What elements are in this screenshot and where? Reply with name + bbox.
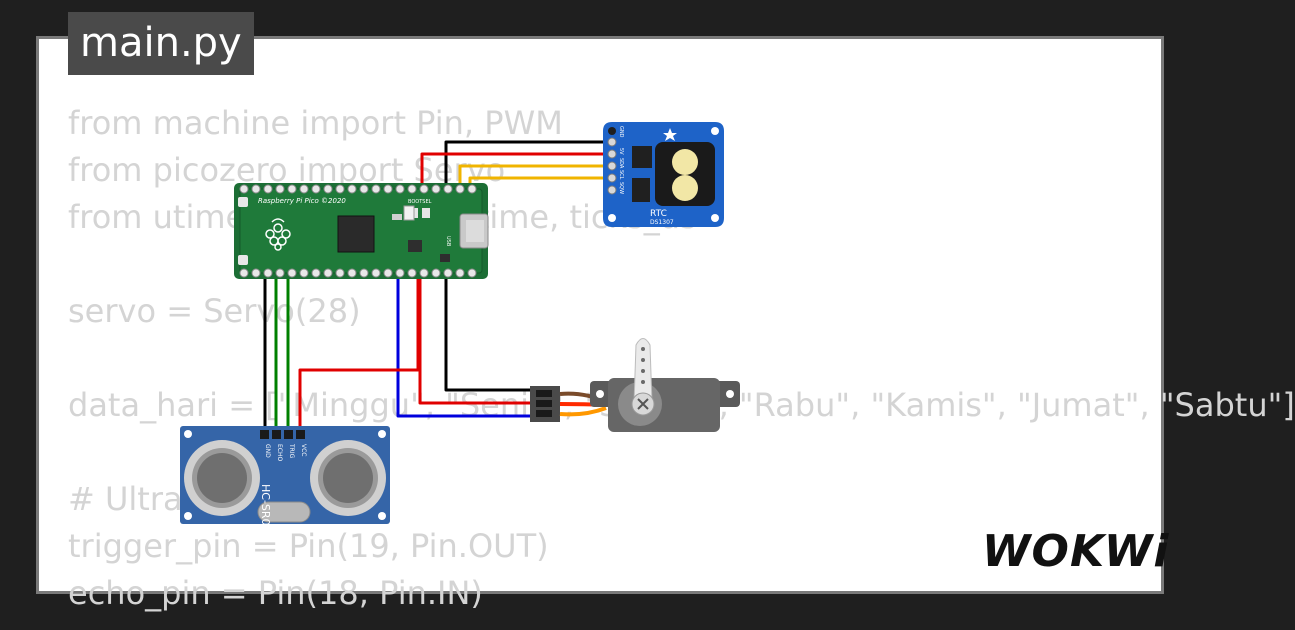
wire-black-rtc-gnd[interactable] <box>444 140 612 195</box>
file-tab-label: main.py <box>80 20 242 66</box>
coin-battery-holder <box>655 142 715 206</box>
sr04-pin-echo: ECHO <box>276 444 283 461</box>
bootsel-button[interactable] <box>403 205 415 221</box>
raspberry-logo-icon <box>265 218 291 251</box>
servo-motor[interactable] <box>530 338 740 433</box>
code-line: trigger_pin = Pin(19, Pin.OUT) <box>68 527 549 565</box>
rtc-chip <box>632 146 652 168</box>
wokwi-logo: WOKWi <box>982 526 1168 577</box>
sr04-pin-vcc: VCC <box>300 444 307 456</box>
code-line: servo = Servo(28) <box>68 292 361 330</box>
transducer-left <box>184 440 260 516</box>
wire-red-rtc-5v[interactable] <box>420 152 612 195</box>
wire-yellow-rtc-scl[interactable] <box>468 176 612 196</box>
rp2040-chip <box>337 215 375 253</box>
sr04-pins <box>260 430 305 439</box>
sr04-pin-gnd: GND <box>264 444 271 458</box>
file-tab[interactable]: main.py <box>68 12 254 75</box>
rtc-module[interactable]: GND 5V SDA SCL SQW RTC DS1307 <box>603 122 724 227</box>
sr04-crystal <box>257 501 311 523</box>
sr04-name-label: HC-SR04 <box>259 484 272 533</box>
rtc-name-label: RTC <box>650 209 667 219</box>
pico-usb-label: USB <box>445 236 451 247</box>
rtc-pin-5v: 5V <box>618 148 624 155</box>
sr04-pin-trig: TRIG <box>288 443 295 459</box>
rtc-pin-sda: SDA <box>618 158 624 169</box>
wire-black-servo-gnd[interactable] <box>444 268 535 392</box>
pico-pins-top <box>239 184 477 194</box>
pico-board-label: Raspberry Pi Pico ©2020 <box>258 197 346 205</box>
rtc-pin-scl: SCL <box>618 170 624 180</box>
wire-red-sr04-vcc[interactable] <box>298 268 420 432</box>
circuit-diagram: Raspberry Pi Pico ©2020 BOOTSEL USB GND … <box>180 122 740 533</box>
wire-red-servo-vcc[interactable] <box>418 268 535 405</box>
rtc-pin-sqw: SQW <box>618 182 624 194</box>
pico-pins-bottom <box>239 268 477 278</box>
rtc-chip-label: DS1307 <box>650 219 674 226</box>
code-line: echo_pin = Pin(18, Pin.IN) <box>68 574 483 612</box>
pico-bootsel-label: BOOTSEL <box>408 199 432 205</box>
rtc-pins <box>607 137 617 195</box>
adafruit-star-icon <box>663 128 677 141</box>
rtc-pin-gnd: GND <box>618 126 624 138</box>
wire-blue-servo-signal[interactable] <box>396 268 535 418</box>
wokwi-logo-text: WOKWi <box>982 526 1169 577</box>
transducer-right <box>310 440 386 516</box>
raspberry-pi-pico[interactable]: Raspberry Pi Pico ©2020 BOOTSEL USB <box>234 183 489 279</box>
hc-sr04-ultrasonic-sensor[interactable]: GND ECHO TRIG VCC HC-SR04 <box>180 426 390 533</box>
code-line: from machine import Pin, PWM <box>68 104 563 142</box>
